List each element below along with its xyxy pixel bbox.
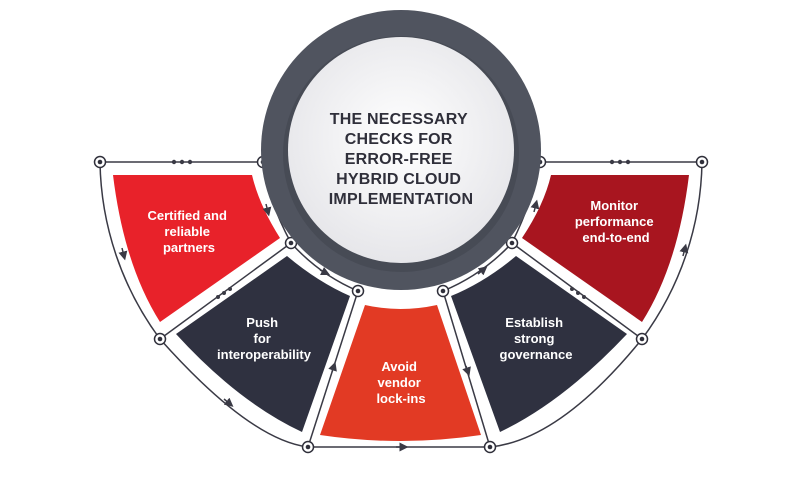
center-title-line: HYBRID CLOUD xyxy=(336,171,461,188)
segment-monitor-performance xyxy=(522,175,689,322)
label-line: Certified and xyxy=(147,208,227,223)
label-governance: Establish strong governance xyxy=(500,315,573,362)
arrow-left-outer xyxy=(118,247,128,261)
arrow-divider-right xyxy=(462,365,471,377)
segment-certified-partners xyxy=(113,175,280,322)
label-line: end-to-end xyxy=(582,230,649,245)
label-line: reliable xyxy=(164,224,210,239)
arrow-inner-right xyxy=(477,266,488,276)
label-line: lock-ins xyxy=(376,391,425,406)
label-line: Establish xyxy=(505,315,563,330)
label-interoperability: Push for interoperability xyxy=(217,315,312,362)
center-title-line: CHECKS FOR xyxy=(345,131,453,148)
dots-divider-left xyxy=(216,287,232,299)
label-line: performance xyxy=(575,214,654,229)
segment-interoperability xyxy=(176,256,350,432)
dots-divider-right xyxy=(570,287,586,299)
outer-arc-left xyxy=(99,161,161,340)
arrow-top-right xyxy=(530,199,540,213)
arrow-top-left xyxy=(262,203,272,217)
arrow-divider-left xyxy=(328,361,337,373)
divider-line-4 xyxy=(511,242,643,340)
segment-vendor-lockins xyxy=(320,305,481,441)
label-vendor-lockins: Avoid vendor lock-ins xyxy=(376,359,425,406)
label-monitor-performance: Monitor performance end-to-end xyxy=(575,198,657,245)
label-certified-partners: Certified and reliable partners xyxy=(147,208,230,255)
label-line: partners xyxy=(163,240,215,255)
label-line: Push xyxy=(246,315,278,330)
dots-top-right xyxy=(609,159,631,165)
label-line: for xyxy=(254,331,271,346)
center-title-line: ERROR-FREE xyxy=(345,151,453,168)
label-line: Avoid xyxy=(381,359,417,374)
center-title: THE NECESSARY CHECKS FOR ERROR-FREE HYBR… xyxy=(329,111,473,208)
arrow-right-outer xyxy=(679,243,689,257)
arrow-bottom-left xyxy=(223,397,234,407)
center-title-line: THE NECESSARY xyxy=(330,111,468,128)
center-disc xyxy=(288,37,514,263)
label-line: governance xyxy=(500,347,573,362)
center-title-line: IMPLEMENTATION xyxy=(329,191,473,208)
arrow-inner-left xyxy=(319,266,331,276)
label-line: interoperability xyxy=(217,347,312,362)
outer-arc-right xyxy=(641,161,703,340)
label-line: vendor xyxy=(378,375,421,390)
dots-top-left xyxy=(171,159,193,165)
divider-line-1 xyxy=(159,242,292,340)
label-line: Monitor xyxy=(590,198,638,213)
label-line: strong xyxy=(514,331,555,346)
segment-governance xyxy=(451,256,627,432)
